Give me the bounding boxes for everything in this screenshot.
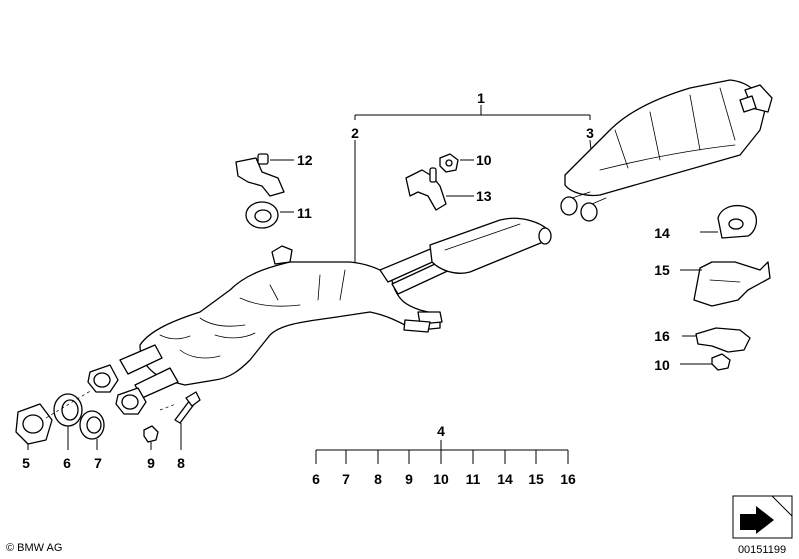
kit-item[interactable]: 11 <box>466 471 481 487</box>
callout-6[interactable]: 6 <box>63 455 71 471</box>
callout-13[interactable]: 13 <box>476 188 492 204</box>
center-muffler[interactable] <box>139 245 443 386</box>
kit-item[interactable]: 10 <box>433 471 449 487</box>
callout-16[interactable]: 16 <box>654 328 670 344</box>
callout-14[interactable]: 14 <box>654 225 670 241</box>
callout-5[interactable]: 5 <box>22 455 30 471</box>
callout-12[interactable]: 12 <box>297 152 313 168</box>
callout-8[interactable]: 8 <box>177 455 185 471</box>
diagram-id: 00151199 <box>738 544 786 556</box>
kit-item[interactable]: 9 <box>405 471 413 487</box>
seal-ring-7[interactable] <box>79 410 105 450</box>
kit-item[interactable]: 8 <box>374 471 382 487</box>
nut-10-right[interactable] <box>680 353 731 371</box>
rear-silencer[interactable] <box>560 79 773 222</box>
callout-4[interactable]: 4 <box>437 423 445 439</box>
bolt-8[interactable] <box>174 391 201 450</box>
kit-item[interactable]: 15 <box>528 471 544 487</box>
intermediate-muffler[interactable] <box>429 217 552 274</box>
alignment-lines <box>45 389 177 419</box>
kit-item[interactable]: 6 <box>312 471 320 487</box>
callout-9[interactable]: 9 <box>147 455 155 471</box>
bracket-12[interactable] <box>235 153 294 197</box>
bracket-16[interactable] <box>682 327 751 353</box>
kit-item[interactable]: 14 <box>497 471 513 487</box>
callout-10-top[interactable]: 10 <box>476 152 492 168</box>
callout-1[interactable]: 1 <box>477 90 485 106</box>
rubber-mount-11[interactable] <box>245 201 294 229</box>
bracket-4 <box>315 440 569 464</box>
callout-2[interactable]: 2 <box>351 125 359 141</box>
kit-item[interactable]: 16 <box>560 471 576 487</box>
callout-3[interactable]: 3 <box>586 125 594 141</box>
callout-11[interactable]: 11 <box>297 205 312 221</box>
seal-ring-6[interactable] <box>53 393 83 450</box>
gasket-5[interactable] <box>15 403 53 450</box>
callout-7[interactable]: 7 <box>94 455 102 471</box>
callout-15[interactable]: 15 <box>654 262 670 278</box>
copyright-text: © BMW AG <box>6 542 62 554</box>
folded-corner-arrow-icon[interactable] <box>732 495 793 539</box>
bracket-13[interactable] <box>405 167 474 211</box>
rubber-mount-14[interactable] <box>700 204 758 239</box>
callout-10-right[interactable]: 10 <box>654 357 670 373</box>
front-pipes <box>87 344 179 415</box>
bracket-15[interactable] <box>680 261 771 307</box>
nut-9[interactable] <box>143 425 159 450</box>
nut-10-top[interactable] <box>439 153 474 173</box>
kit-item[interactable]: 7 <box>342 471 350 487</box>
